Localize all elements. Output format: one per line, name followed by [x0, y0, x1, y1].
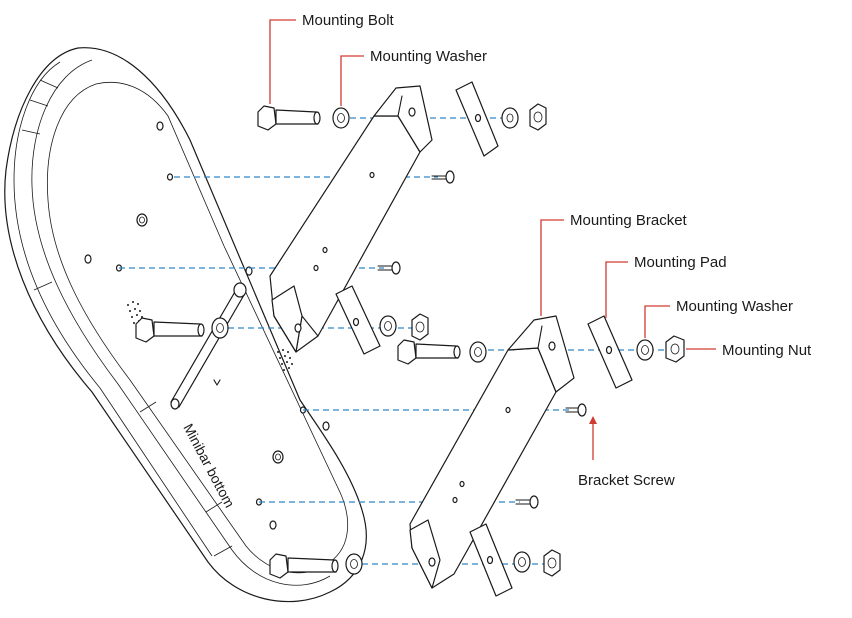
bottom-left-washer	[345, 553, 363, 575]
mounting-bracket-label: Mounting Bracket	[570, 212, 688, 229]
bracket-screw-3	[565, 403, 587, 417]
bottom-right-washer	[513, 551, 531, 573]
bottom-mounting-bolt	[269, 553, 339, 579]
top-mounting-bolt	[257, 105, 321, 131]
upper-mounting-pad	[455, 81, 499, 157]
mounting-pad-label: Mounting Pad	[634, 254, 727, 271]
bracket-screw-label: Bracket Screw	[578, 472, 675, 489]
middle-nut	[411, 313, 429, 341]
top-mounting-washer	[332, 107, 350, 129]
side-mounting-bolt	[135, 317, 205, 343]
lower-mounting-bracket	[409, 315, 575, 589]
mounting-nut-label: Mounting Nut	[722, 342, 812, 359]
vent-pattern-left	[127, 301, 143, 324]
upper-right-nut	[529, 103, 547, 131]
bottom-mounting-pad	[469, 523, 513, 597]
right-mounting-pad	[587, 315, 633, 389]
bottom-right-nut	[543, 549, 561, 577]
bracket-screw-1	[431, 170, 455, 184]
right-mounting-washer	[636, 339, 654, 361]
mounting-washer-right-label: Mounting Washer	[676, 298, 793, 315]
vent-pattern-right	[277, 349, 293, 371]
right-mounting-nut	[665, 335, 685, 363]
upper-mounting-bracket	[269, 85, 433, 353]
leader-lines	[269, 19, 716, 460]
bracket-screw-2	[377, 261, 401, 275]
lower-left-washer	[469, 341, 487, 363]
bracket-screw-4	[515, 495, 539, 509]
lower-mounting-bolt	[397, 339, 461, 365]
middle-washer	[379, 315, 397, 337]
upper-right-washer	[501, 107, 519, 129]
mounting-washer-top-label: Mounting Washer	[370, 48, 487, 65]
mounting-bolt-label: Mounting Bolt	[302, 12, 395, 29]
middle-mounting-pad	[335, 285, 381, 355]
side-mounting-washer	[211, 317, 229, 339]
